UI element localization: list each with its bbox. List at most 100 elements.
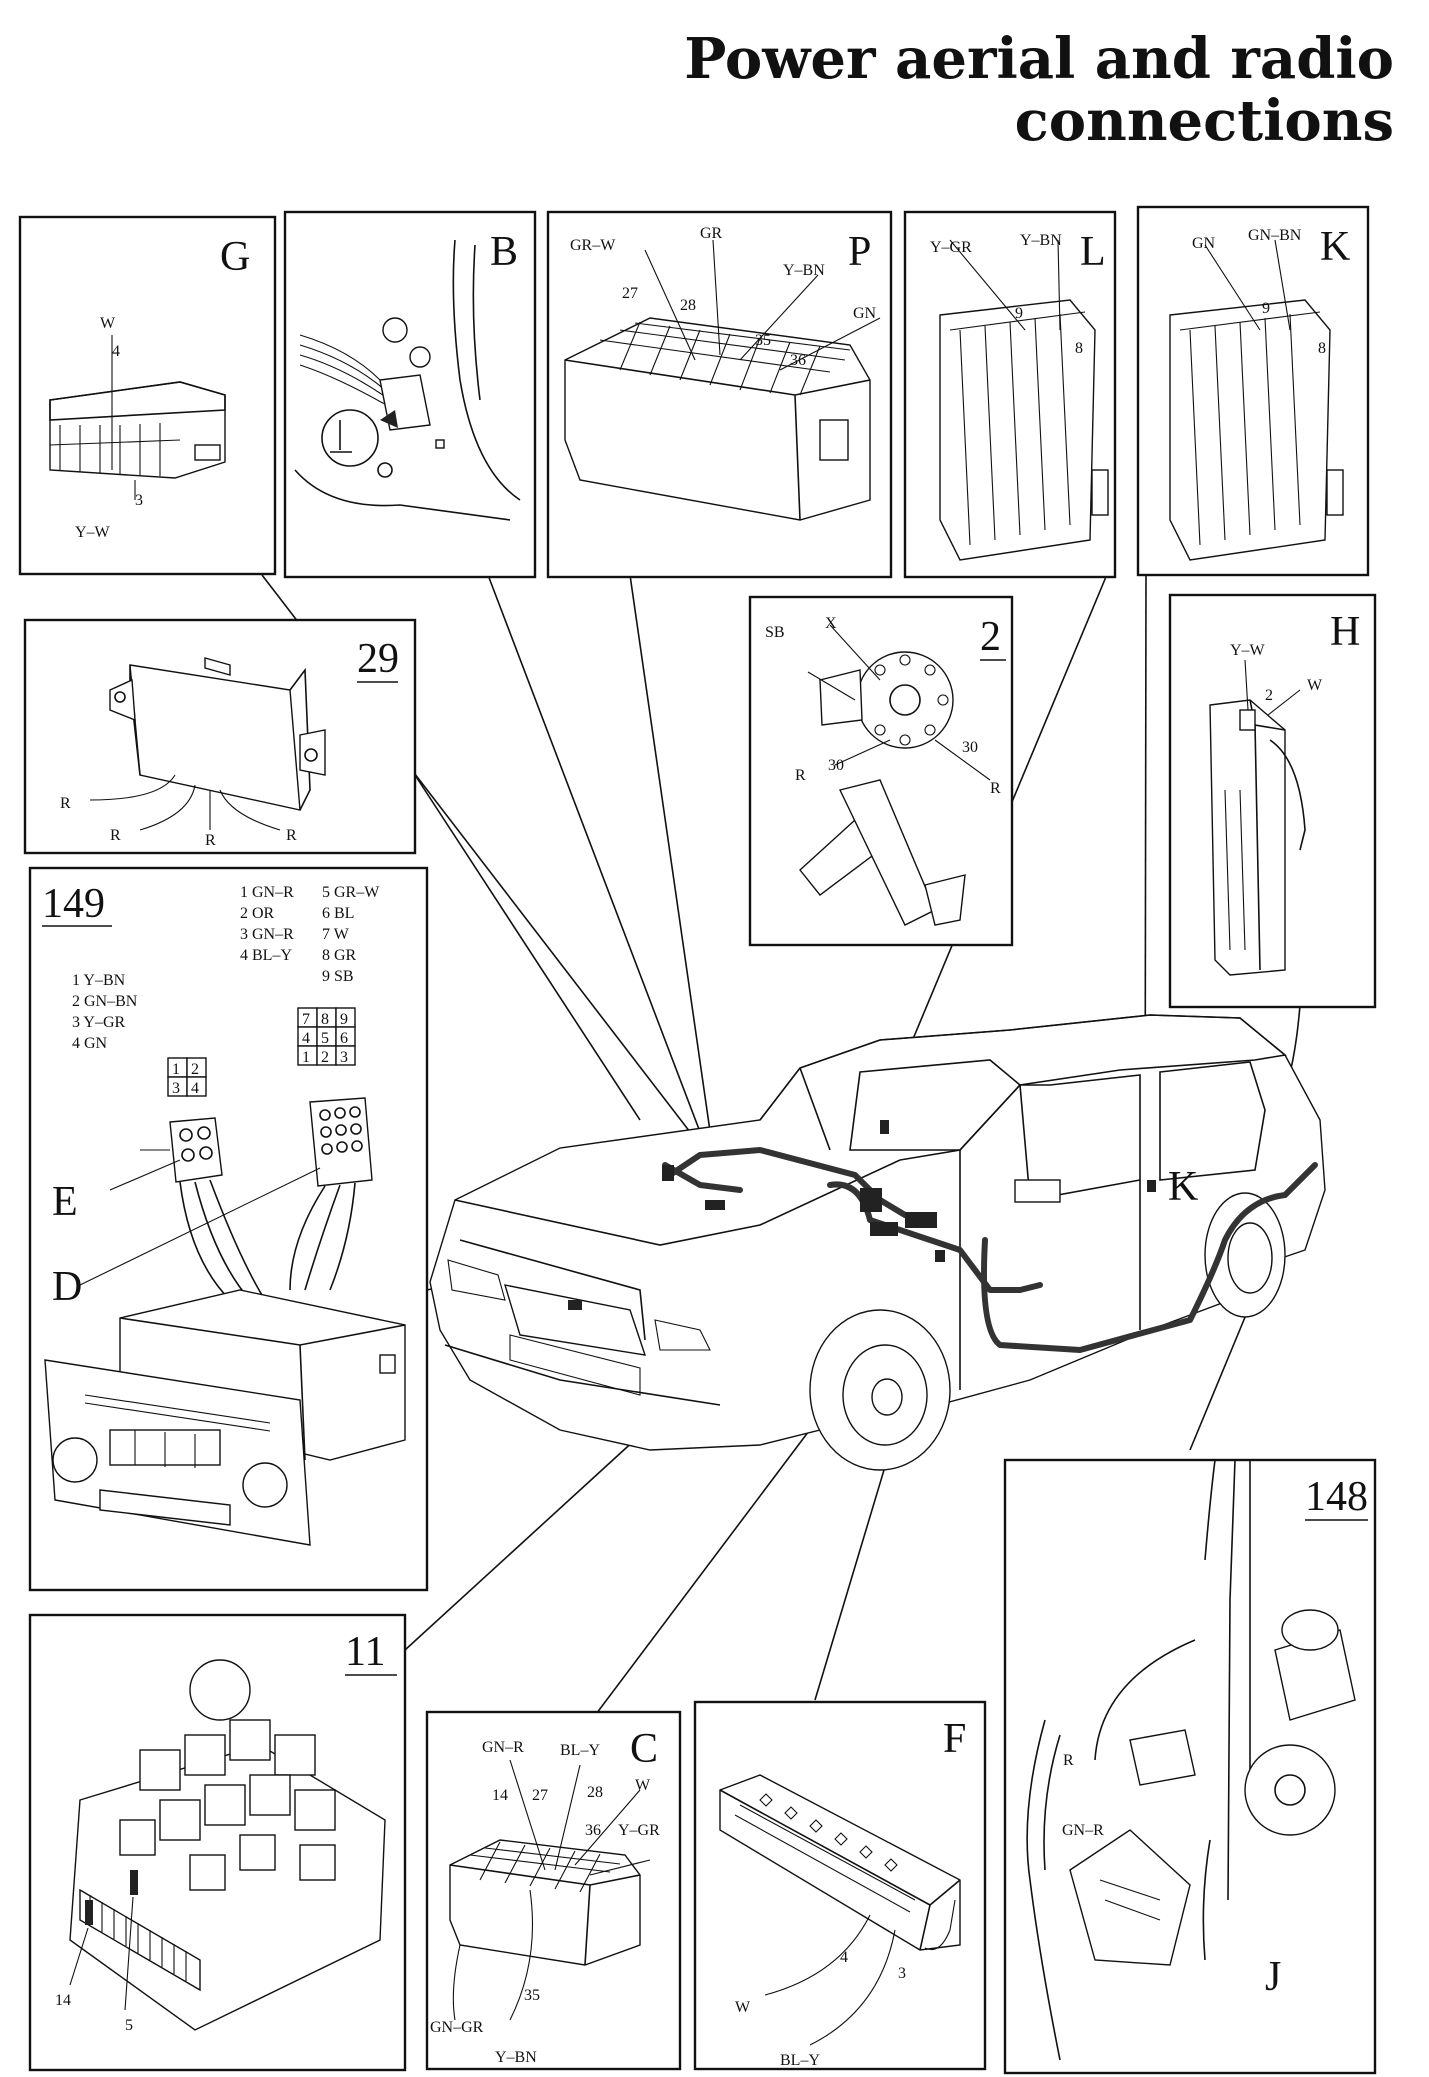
panel-148-number: 148 <box>1305 1474 1368 1520</box>
label-panels-p149-grid_large-3: 4 <box>302 1030 310 1047</box>
label-panels-p2-wires-5: R <box>990 780 1001 797</box>
label-panels-F-wires-2: W <box>735 1999 751 2016</box>
aerial-relay <box>1129 1729 1196 1786</box>
label-panels-H-wires-0: Y–W <box>1230 642 1266 659</box>
label-panels-p149-list_right-1: 2 OR <box>240 905 275 922</box>
label-panels-p2-wires-1: X <box>825 615 837 632</box>
label-j: J <box>1265 1954 1281 2000</box>
leader-29 <box>414 774 641 1121</box>
label-panels-L-wires-2: 9 <box>1015 305 1023 322</box>
label-panels-P-wires-0: GR–W <box>570 237 616 254</box>
car-plate <box>509 1334 641 1396</box>
panel-f: F 4 3 W BL–Y <box>693 1700 987 2071</box>
car-badge <box>568 1300 582 1310</box>
panel-11-number: 11 <box>345 1629 385 1675</box>
label-panels-p29-wires-3: R <box>286 827 297 844</box>
label-panels-p148-wires-0: R <box>1063 1752 1074 1769</box>
panel-2-number: 2 <box>980 614 1001 660</box>
panel-29-number: 29 <box>357 636 399 682</box>
label-panels-P-wires-4: 28 <box>680 297 696 314</box>
fusebox-relay-round <box>189 1659 251 1721</box>
label-panels-p149-list_right-2: 3 GN–R <box>240 926 294 943</box>
connector-g-latch <box>194 444 221 461</box>
car-hood-edge <box>454 1159 901 1246</box>
label-panels-G-wires-1: 4 <box>112 343 120 360</box>
label-panels-p149-grid_small-1: 2 <box>191 1061 199 1078</box>
label-panels-p149-grid_large-6: 1 <box>302 1049 310 1066</box>
connector-p-body <box>564 317 871 521</box>
ignition-switch <box>856 651 954 749</box>
panel-g: G W 4 3 Y–W <box>18 215 277 576</box>
label-panels-p149-grid_large-4: 5 <box>321 1030 329 1047</box>
car-quarter-window <box>1159 1061 1266 1181</box>
panel-149: 149 1 GN–R 2 OR 3 GN–R 4 BL–Y 5 GR–W 6 B… <box>28 866 429 1592</box>
panel-148: 148 R GN–R J <box>1003 1458 1377 2075</box>
label-panels-C-wires-5: 28 <box>587 1784 603 1801</box>
label-panels-C-wires-9: 35 <box>524 1987 540 2004</box>
radio-knob-left <box>52 1437 98 1483</box>
label-panels-F-wires-3: BL–Y <box>780 2052 820 2069</box>
fusebox-relays <box>119 1719 336 1891</box>
panel-2: 2 SB X 30 30 R R <box>748 595 1014 947</box>
label-panels-K-wires-1: GN–BN <box>1248 227 1302 244</box>
panel-g-letter: G <box>220 234 250 280</box>
label-panels-p149-list_right-7: 8 GR <box>322 947 357 964</box>
label-panels-F-wires-0: 4 <box>840 1949 848 1966</box>
pin-grid-large: 7 8 9 4 5 6 1 2 3 <box>297 1007 356 1066</box>
label-panels-p149-grid_large-1: 8 <box>321 1011 329 1028</box>
label-panels-p2-wires-0: SB <box>765 624 785 641</box>
car-connector-radio <box>860 1188 882 1212</box>
panel-11: 11 14 5 <box>28 1613 407 2072</box>
panel-p: P GR–W GR Y–BN 27 28 35 36 GN <box>546 210 893 579</box>
car-hood-crease <box>459 1239 646 1341</box>
label-panels-P-wires-3: 27 <box>622 285 638 302</box>
label-panels-C-wires-8: GN–GR <box>430 2019 484 2036</box>
label-panels-C-wires-3: 14 <box>492 1787 508 1804</box>
label-panels-p148-wires-1: GN–R <box>1062 1822 1104 1839</box>
label-panels-p11-wires-0: 14 <box>55 1992 71 2009</box>
car-connector-unit <box>905 1212 937 1228</box>
title-line-2: connections <box>1014 88 1394 154</box>
car-illustration: K <box>429 1014 1326 1471</box>
label-panels-p29-wires-0: R <box>60 795 71 812</box>
panel-b-bolt-1 <box>382 317 408 343</box>
panel-b: B <box>283 210 537 579</box>
connector-k-body <box>1169 299 1331 561</box>
label-panels-C-wires-7: Y–GR <box>618 1822 660 1839</box>
car-bumper <box>444 1344 721 1406</box>
label-panels-P-wires-7: GN <box>853 305 877 322</box>
label-panels-H-wires-1: 2 <box>1265 687 1273 704</box>
car-label-k: K <box>1168 1164 1198 1210</box>
label-panels-G-wires-0: W <box>100 315 116 332</box>
panel-l: L Y–GR Y–BN 9 8 <box>903 210 1117 579</box>
label-panels-H-wires-2: W <box>1307 677 1323 694</box>
car-connector-g <box>662 1165 674 1181</box>
connector-h-body <box>1209 699 1286 976</box>
label-panels-p29-wires-2: R <box>205 832 216 849</box>
car-headlight-right <box>654 1319 711 1351</box>
label-panels-p149-list_right-4: 5 GR–W <box>322 884 380 901</box>
label-panels-p149-list_right-5: 6 BL <box>322 905 354 922</box>
label-panels-P-wires-2: Y–BN <box>783 262 825 279</box>
car-harness-left <box>662 1162 743 1193</box>
car-harness-rear <box>981 1162 1318 1353</box>
title-line-1: Power aerial and radio <box>684 26 1394 92</box>
label-panels-p11-wires-1: 5 <box>125 2017 133 2034</box>
radio-knob-right <box>242 1462 288 1508</box>
label-panels-p149-list_left-1: 2 GN–BN <box>72 993 138 1010</box>
panel-c: C GN–R BL–Y W 14 27 28 36 Y–GR GN–GR 35 … <box>425 1710 682 2071</box>
label-panels-p149-list_right-6: 7 W <box>322 926 350 943</box>
car-connector-fuse <box>870 1222 898 1236</box>
leader-p <box>629 574 713 1146</box>
label-panels-p149-grid_small-2: 3 <box>172 1080 180 1097</box>
panel-149-number: 149 <box>42 881 105 927</box>
label-panels-G-wires-3: Y–W <box>75 524 111 541</box>
car-grille <box>503 1284 647 1356</box>
label-panels-L-wires-3: 8 <box>1075 340 1083 357</box>
car-connector-k <box>1147 1180 1156 1192</box>
label-panels-p149-list_left-0: 1 Y–BN <box>72 972 126 989</box>
label-panels-K-wires-2: 9 <box>1262 300 1270 317</box>
label-panels-p149-grid_large-8: 3 <box>340 1049 348 1066</box>
